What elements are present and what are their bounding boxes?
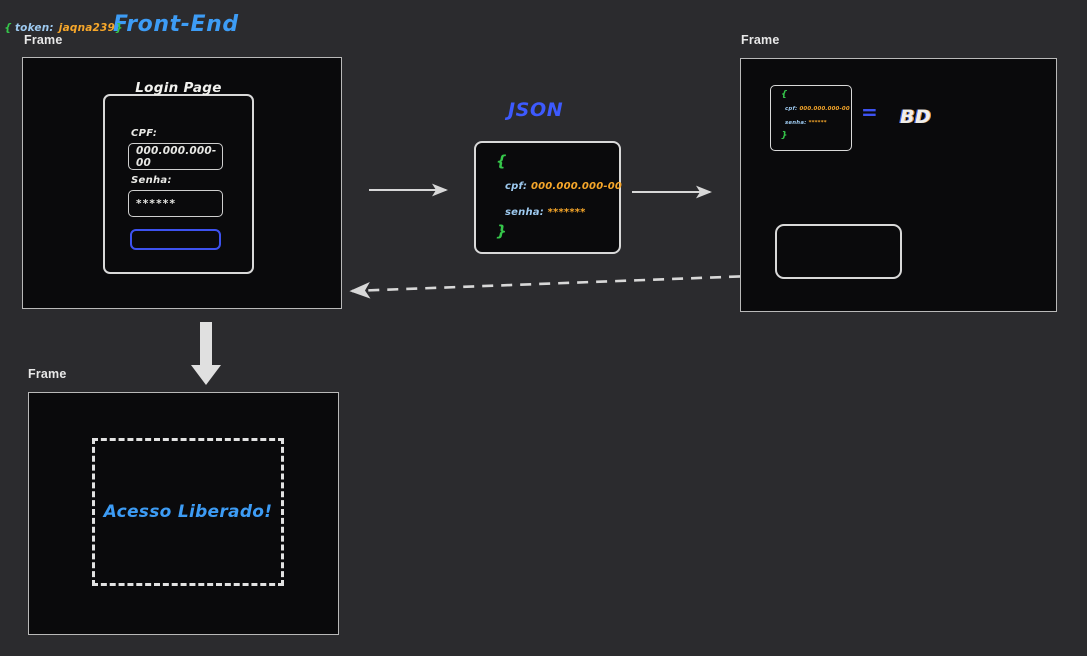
json-row-senha: senha: *******	[505, 207, 586, 218]
login-page-title: Login Page	[135, 80, 222, 96]
backend-json-row-senha: senha: ******	[785, 120, 827, 126]
cpf-label: CPF:	[131, 128, 158, 139]
acesso-liberado-message: Acesso Liberado!	[103, 502, 273, 522]
json-senha-value: *******	[547, 207, 586, 218]
cpf-input-value: 000.000.000-00	[136, 144, 217, 169]
token-text: { token: jaqna239 }	[0, 0, 127, 55]
json-brace-open: {	[496, 152, 507, 170]
backend-json-senha-key: senha:	[785, 120, 807, 126]
backend-json-cpf-key: cpf:	[785, 106, 798, 112]
json-senha-key: senha:	[505, 207, 544, 218]
json-brace-close: }	[496, 222, 507, 240]
token-key: token:	[14, 21, 54, 34]
database-label: BD	[900, 106, 932, 128]
json-row-cpf: cpf: 000.000.000-00	[505, 181, 622, 192]
json-cpf-key: cpf:	[505, 181, 528, 192]
equals-sign: =	[861, 100, 878, 124]
backend-json-row-cpf: cpf: 000.000.000-00	[785, 106, 850, 112]
section-title-json: JSON	[508, 99, 564, 121]
backend-json-senha-value: ******	[808, 120, 827, 126]
token-brace-open: {	[4, 21, 12, 34]
token-card	[775, 224, 902, 279]
json-cpf-value: 000.000.000-00	[530, 181, 623, 192]
frame-label-backend: Frame	[741, 33, 780, 47]
section-title-frontend: Front-End	[113, 12, 239, 37]
token-value: jaqna239	[58, 21, 116, 34]
frame-label-frontend: Frame	[24, 33, 63, 47]
frame-label-result: Frame	[28, 367, 67, 381]
senha-label: Senha:	[131, 175, 172, 186]
cpf-input[interactable]: 000.000.000-00	[128, 143, 223, 170]
arrow-backend-to-frontend-dashed	[349, 273, 779, 299]
senha-input-value: ******	[136, 197, 177, 210]
backend-json-cpf-value: 000.000.000-00	[799, 106, 850, 112]
backend-json-brace-close: }	[781, 131, 788, 141]
acesso-liberado-box	[92, 438, 284, 586]
json-payload-card: { cpf: 000.000.000-00 senha: ******* }	[474, 141, 622, 254]
arrow-frontend-to-result	[191, 322, 221, 385]
login-submit-button[interactable]	[130, 229, 221, 250]
backend-json-card: { cpf: 000.000.000-00 senha: ****** }	[770, 85, 852, 151]
backend-json-brace-open: {	[781, 90, 788, 100]
frame-result	[28, 392, 339, 635]
token-brace-close: }	[115, 21, 123, 34]
senha-input[interactable]: ******	[128, 190, 223, 217]
